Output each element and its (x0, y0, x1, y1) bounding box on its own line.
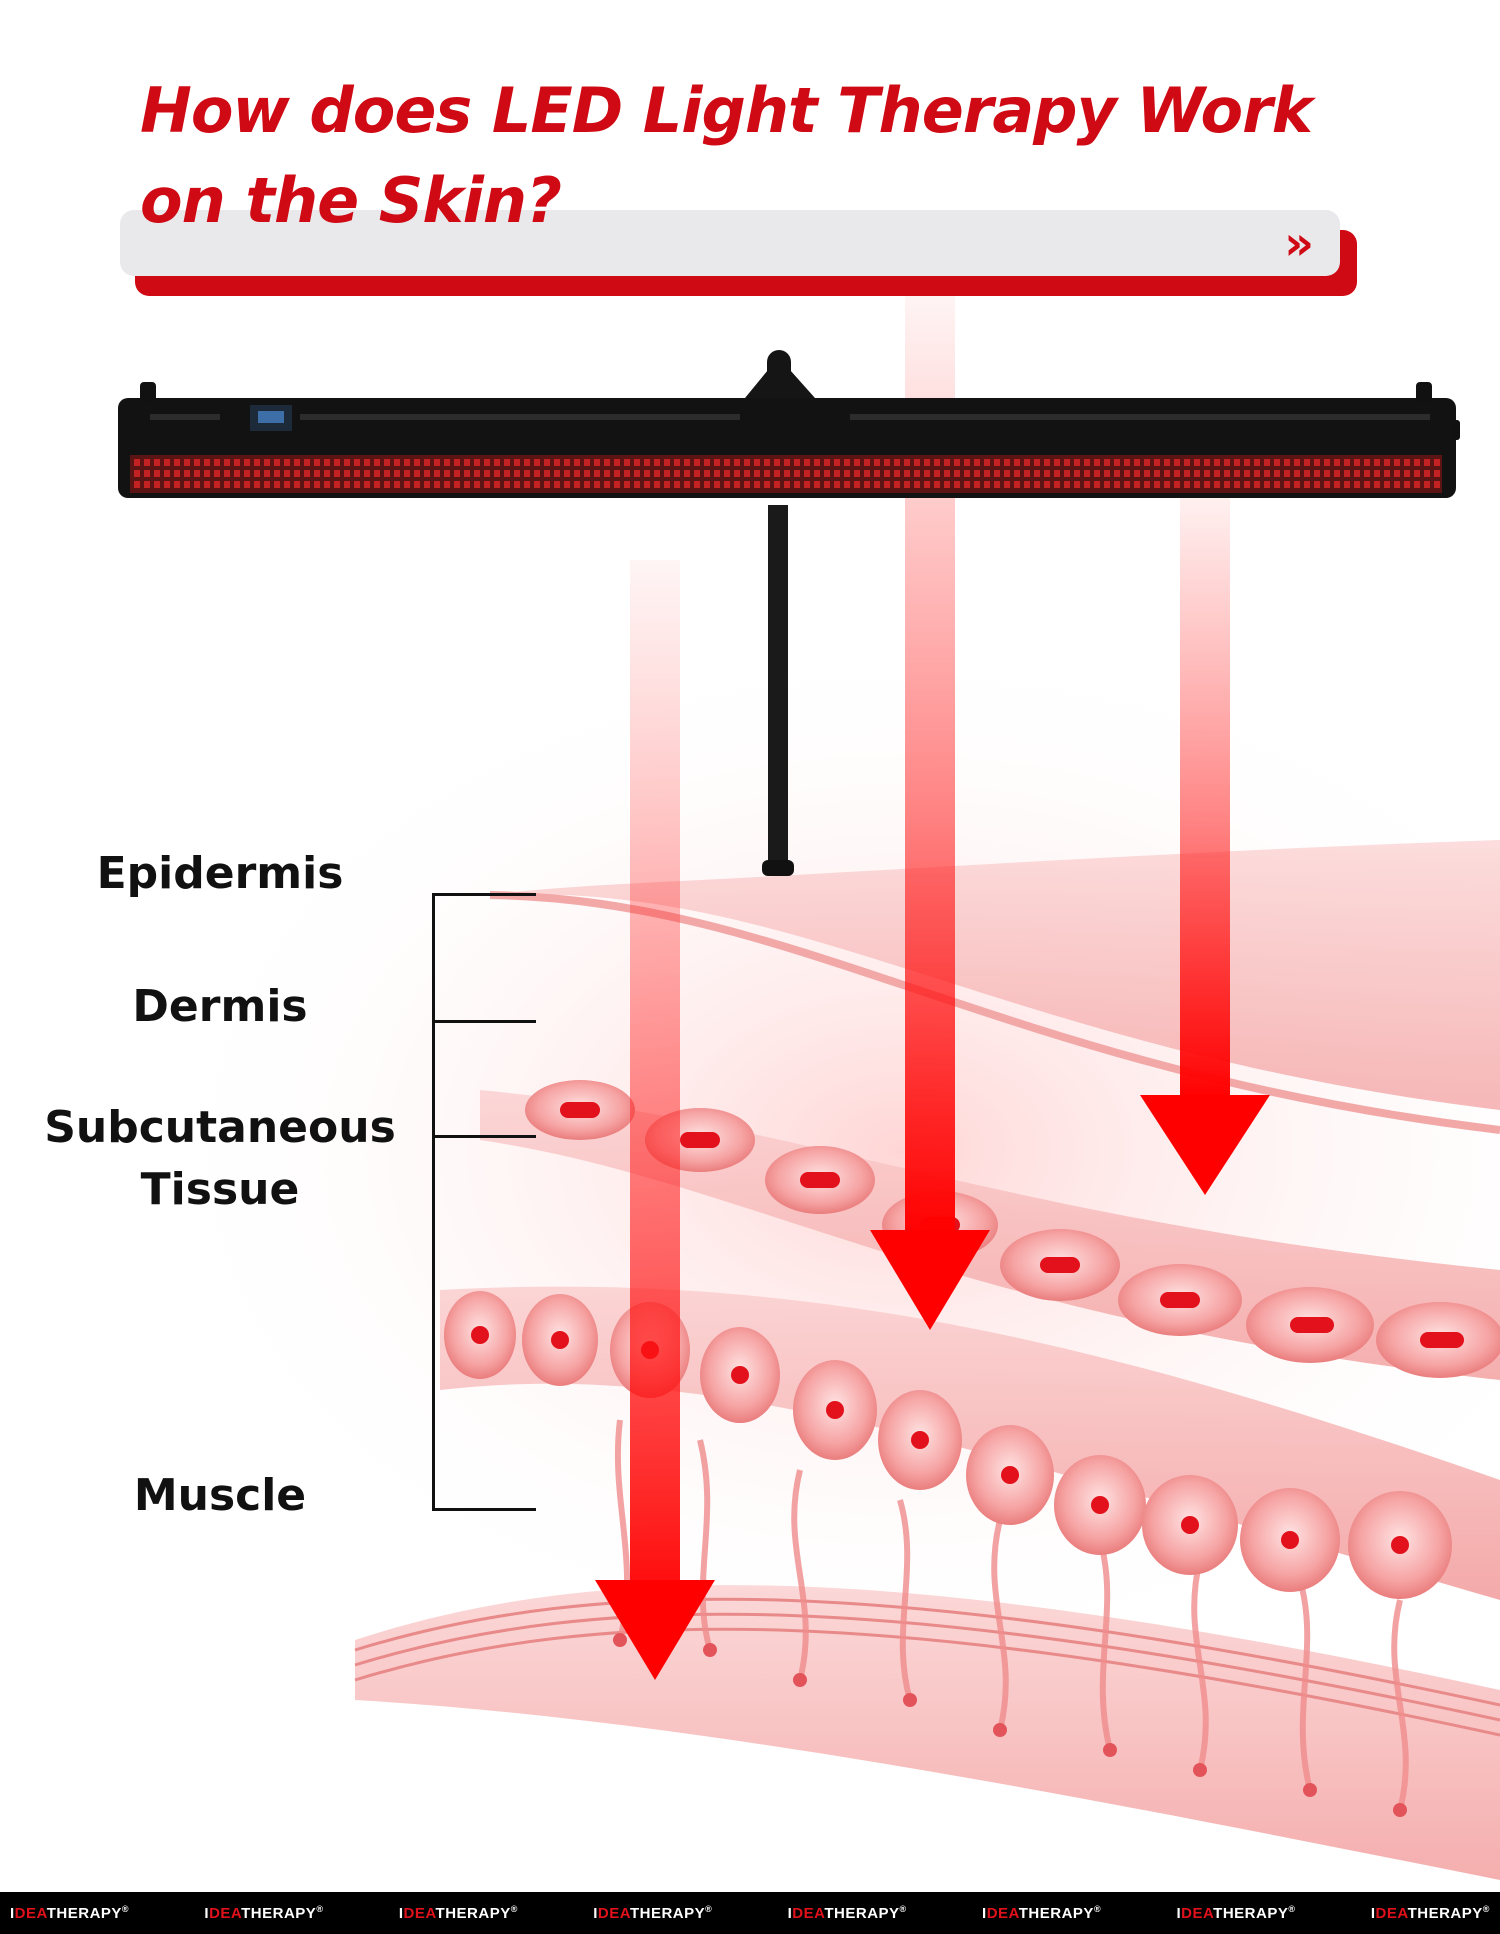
title-banner: » (120, 210, 1340, 276)
footer-brand-logo: IDEATHERAPY® (1370, 1904, 1490, 1922)
label-epidermis: Epidermis (96, 848, 344, 899)
label-subcutaneous: Subcutaneous Tissue (20, 1097, 420, 1221)
title-line-1: How does LED Light Therapy Work (140, 74, 1313, 147)
label-dermis: Dermis (132, 981, 308, 1032)
bracket-tick-subcutaneous (432, 1135, 536, 1138)
bracket-tick-epidermis (432, 893, 536, 896)
bracket-vertical-line (432, 893, 435, 1511)
epidermis-layer (490, 840, 1500, 1110)
label-muscle: Muscle (133, 1470, 307, 1521)
footer-brand-logo: IDEATHERAPY® (10, 1904, 130, 1922)
bracket-tick-dermis (432, 1020, 536, 1023)
title-line-2: on the Skin? (140, 164, 562, 237)
footer-brand-logo: IDEATHERAPY® (204, 1904, 324, 1922)
bracket-tick-muscle (432, 1508, 536, 1511)
page-title: How does LED Light Therapy Work on the S… (140, 66, 1370, 246)
footer-brand-logo: IDEATHERAPY® (787, 1904, 907, 1922)
label-subcutaneous-line-2: Tissue (140, 1164, 300, 1215)
footer-brand-logo: IDEATHERAPY® (398, 1904, 518, 1922)
footer-brand-logo: IDEATHERAPY® (1176, 1904, 1296, 1922)
muscle-layer (355, 1585, 1500, 1880)
double-chevron-right-icon: » (1284, 216, 1314, 270)
footer-brand-strip: IDEATHERAPY® IDEATHERAPY® IDEATHERAPY® IDEA… (0, 1892, 1500, 1934)
footer-brand-logo: IDEATHERAPY® (982, 1904, 1102, 1922)
footer-brand-logo: IDEATHERAPY® (593, 1904, 713, 1922)
label-subcutaneous-line-1: Subcutaneous (44, 1102, 396, 1153)
